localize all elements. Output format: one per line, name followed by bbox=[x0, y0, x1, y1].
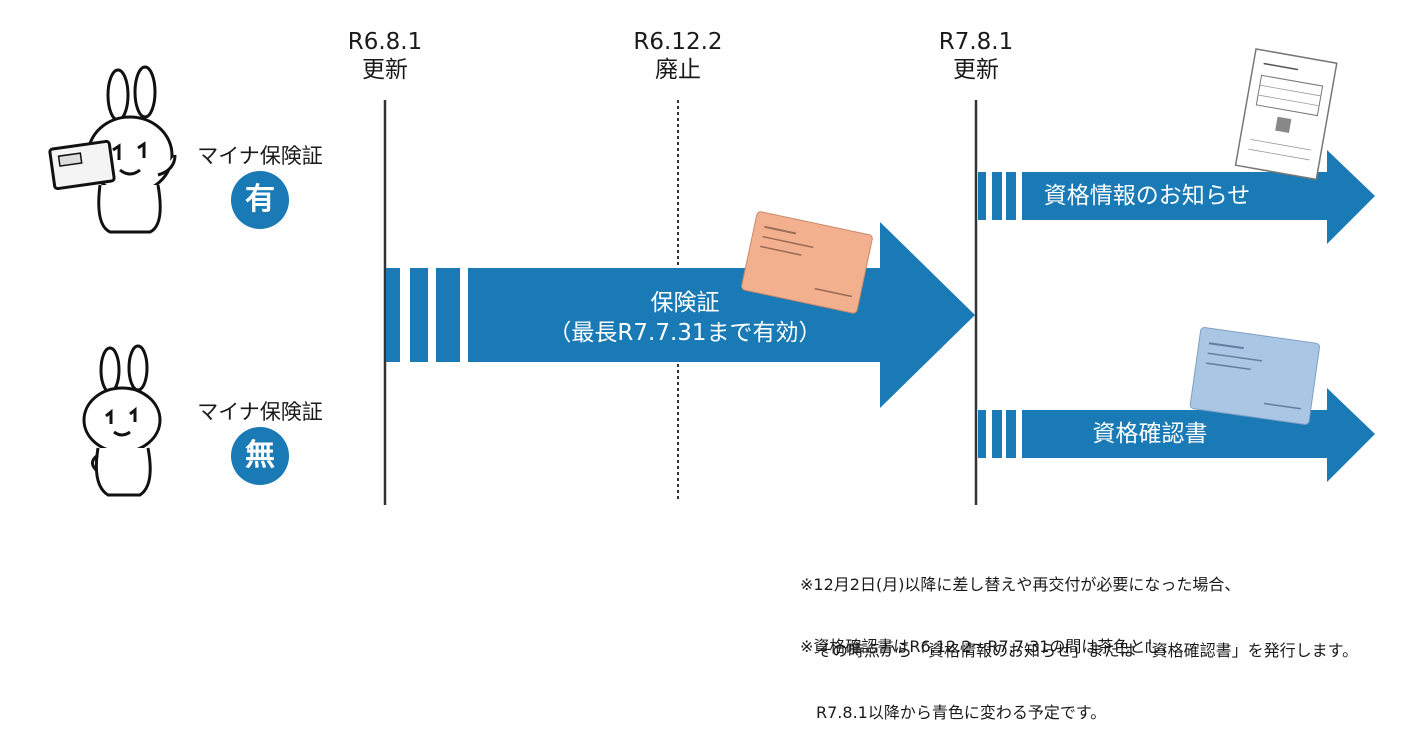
brown-card-icon bbox=[741, 211, 873, 314]
main-arrow-line1: 保険証 bbox=[650, 290, 720, 316]
note-2: ※資格確認書はR6.12.2～R7.7.31の間は茶色とし、 R7.8.1以降か… bbox=[800, 592, 1177, 746]
lower-arrow-label: 資格確認書 bbox=[1092, 421, 1208, 447]
date-text: R6.12.2 bbox=[633, 29, 723, 55]
upper-arrow-label: 資格情報のお知らせ bbox=[1043, 183, 1251, 209]
main-arrow-line2: （最長R7.7.31まで有効） bbox=[548, 320, 822, 346]
date-text: R7.8.1 bbox=[938, 29, 1014, 55]
blue-card-icon bbox=[1189, 327, 1320, 425]
date-label-3: R7.8.1 更新 bbox=[896, 28, 1056, 84]
note-2-line1: ※資格確認書はR6.12.2～R7.7.31の間は茶色とし、 bbox=[800, 637, 1178, 656]
note-2-line2: R7.8.1以降から青色に変わる予定です。 bbox=[800, 703, 1107, 722]
badge-with: 有 bbox=[231, 171, 289, 229]
main-arrow-label: 保険証 （最長R7.7.31まで有効） bbox=[520, 288, 850, 348]
date-label-2: R6.12.2 廃止 bbox=[598, 28, 758, 84]
date-label-1: R6.8.1 更新 bbox=[305, 28, 465, 84]
note-1-line1: ※12月2日(月)以降に差し替えや再交付が必要になった場合、 bbox=[800, 575, 1241, 594]
row-label-with: マイナ保険証 bbox=[197, 144, 323, 168]
mascot-icon bbox=[82, 344, 162, 497]
event-text: 更新 bbox=[953, 57, 999, 83]
row-label-without: マイナ保険証 bbox=[197, 400, 323, 424]
mascot-with-card-icon bbox=[48, 65, 177, 234]
badge-without: 無 bbox=[231, 427, 289, 485]
document-icon bbox=[1234, 48, 1338, 181]
event-text: 更新 bbox=[362, 57, 408, 83]
date-text: R6.8.1 bbox=[347, 29, 423, 55]
diagram-graphics bbox=[48, 48, 1375, 505]
event-text: 廃止 bbox=[655, 57, 701, 83]
